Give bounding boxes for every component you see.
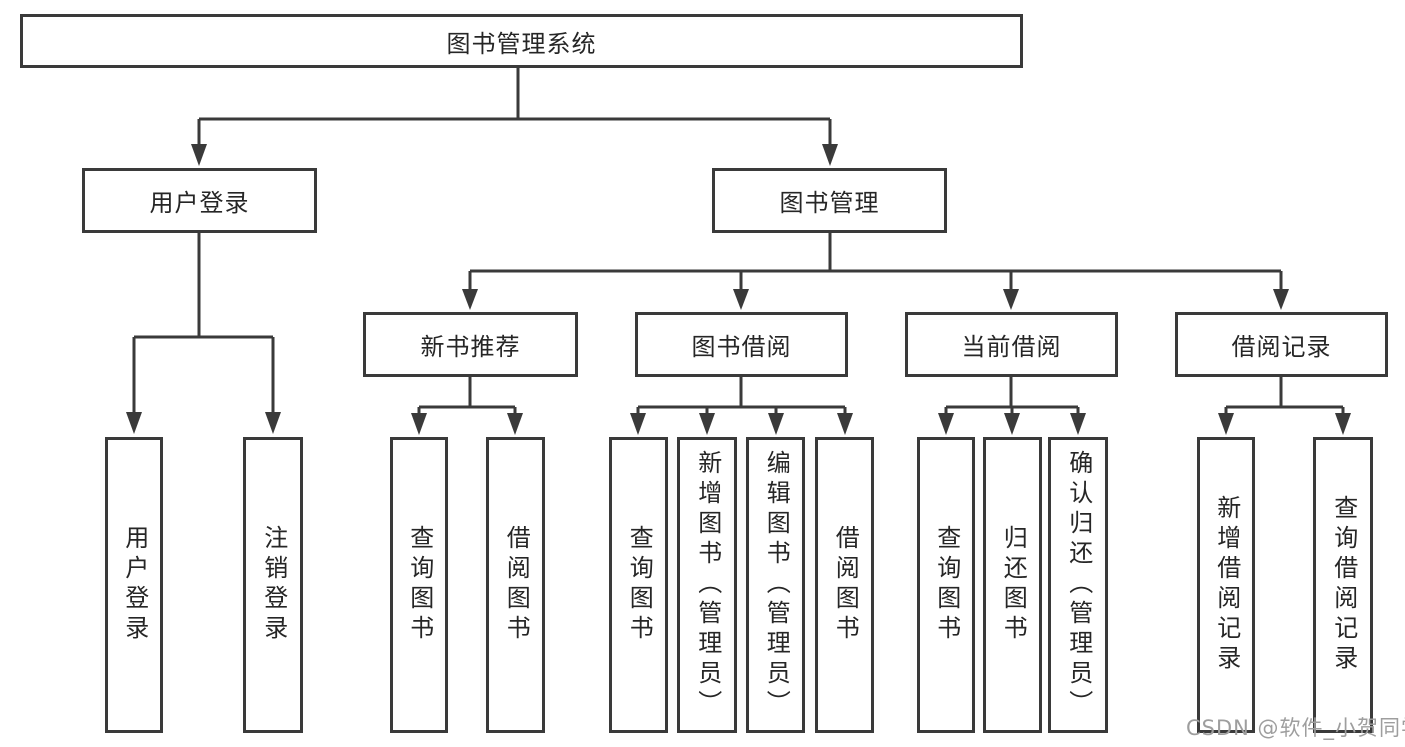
- node-book-borrow: 图书借阅: [635, 312, 848, 377]
- arrowhead: [411, 413, 427, 435]
- leaf-confirm-return-admin: 确认归还（管理员）: [1048, 437, 1108, 733]
- node-label: 查询图书: [932, 525, 961, 645]
- arrowhead: [699, 413, 715, 435]
- leaf-query-books-1: 查询图书: [390, 437, 448, 733]
- node-label: 当前借阅: [961, 333, 1062, 361]
- node-label: 图书管理: [779, 189, 880, 217]
- node-label: 查询借阅记录: [1329, 495, 1358, 675]
- leaf-user-login: 用户登录: [105, 437, 163, 733]
- arrowhead: [462, 289, 478, 310]
- arrowhead: [938, 413, 954, 435]
- leaf-logout: 注销登录: [243, 437, 303, 733]
- arrowhead: [265, 412, 281, 434]
- leaf-add-book-admin: 新增图书（管理员）: [677, 437, 737, 733]
- leaf-add-borrow-record: 新增借阅记录: [1197, 437, 1255, 733]
- node-label: 注销登录: [259, 525, 288, 645]
- arrowhead: [1003, 289, 1019, 310]
- node-label: 编辑图书（管理员）: [762, 450, 791, 720]
- arrowhead: [1218, 413, 1234, 435]
- node-borrow-records: 借阅记录: [1175, 312, 1388, 377]
- node-system-root: 图书管理系统: [20, 14, 1023, 68]
- csdn-watermark: CSDN @软件_小贺同学: [1186, 716, 1405, 740]
- node-current-borrow: 当前借阅: [905, 312, 1118, 377]
- node-label: 用户登录: [149, 189, 250, 217]
- node-label: 图书管理系统: [446, 29, 597, 58]
- node-label: 归还图书: [999, 525, 1028, 645]
- node-book-management: 图书管理: [712, 168, 947, 233]
- node-label: 新增借阅记录: [1212, 495, 1241, 675]
- arrowhead: [191, 144, 207, 166]
- arrowhead: [1070, 413, 1086, 435]
- leaf-query-books-3: 查询图书: [917, 437, 975, 733]
- arrowhead: [733, 289, 749, 310]
- arrowhead: [768, 413, 784, 435]
- node-label: 查询图书: [625, 525, 654, 645]
- leaf-return-book: 归还图书: [983, 437, 1042, 733]
- arrowhead: [837, 413, 853, 435]
- node-label: 查询图书: [405, 525, 434, 645]
- arrowhead: [822, 144, 838, 166]
- node-label: 新书推荐: [420, 333, 521, 361]
- leaf-borrow-books-1: 借阅图书: [486, 437, 545, 733]
- arrowhead: [507, 413, 523, 435]
- node-new-book-recommend: 新书推荐: [363, 312, 578, 377]
- node-user-login: 用户登录: [82, 168, 317, 233]
- arrowhead: [1004, 413, 1020, 435]
- leaf-query-borrow-record: 查询借阅记录: [1313, 437, 1373, 733]
- node-label: 借阅记录: [1231, 333, 1332, 361]
- node-label: 借阅图书: [502, 525, 531, 645]
- leaf-borrow-books-2: 借阅图书: [815, 437, 874, 733]
- leaf-query-books-2: 查询图书: [609, 437, 668, 733]
- arrowhead: [1273, 289, 1289, 310]
- node-label: 新增图书（管理员）: [693, 450, 722, 720]
- node-label: 用户登录: [120, 525, 149, 645]
- arrowhead: [1335, 413, 1351, 435]
- node-label: 借阅图书: [831, 525, 860, 645]
- arrowhead: [630, 413, 646, 435]
- leaf-edit-book-admin: 编辑图书（管理员）: [746, 437, 805, 733]
- node-label: 图书借阅: [691, 333, 792, 361]
- node-label: 确认归还（管理员）: [1064, 450, 1093, 720]
- arrowhead: [126, 412, 142, 434]
